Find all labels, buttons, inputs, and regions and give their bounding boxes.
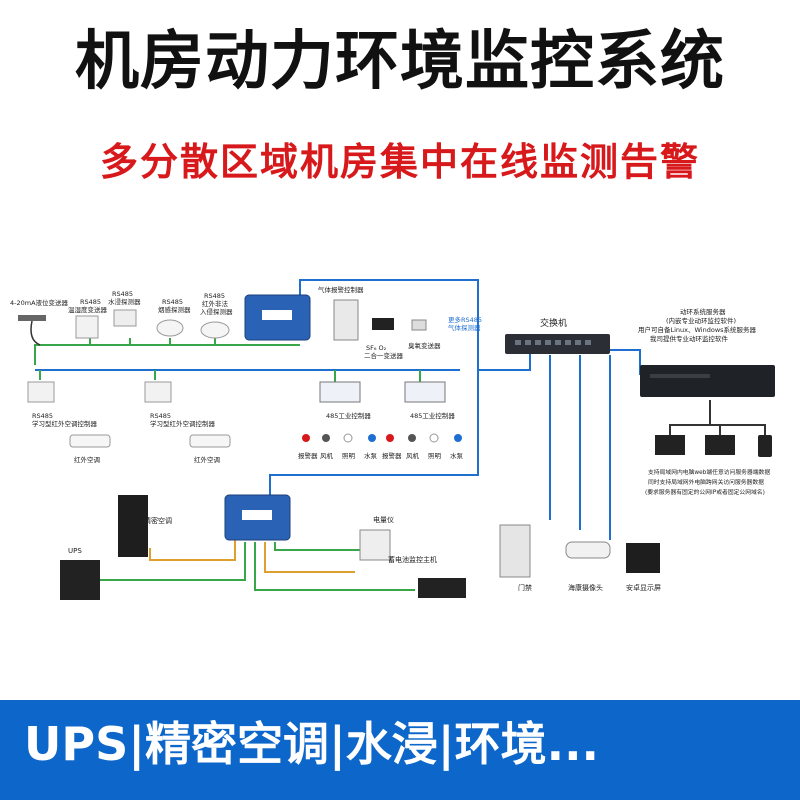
server-rack-icon — [640, 365, 775, 397]
ir-intrusion-detector-icon — [200, 321, 230, 339]
page-subtitle: 多分散区域机房集中在线监测告警 — [99, 140, 700, 184]
sensor-row: 4-20mA液位变送器 RS485 温湿度变送器 RS485 水浸探测器 RS4… — [10, 290, 233, 346]
gas-section: 气体报警控制器 更多RS485 气体探测器 SF₆ O₂ 二合一变送器 臭氧变送… — [318, 285, 482, 360]
controller-485-section: 485工业控制器 485工业控制器 报警器 风机 照明 水泵 报警器 风机 照明… — [298, 381, 464, 460]
camera-label: 海康摄像头 — [568, 583, 603, 592]
ir-aircon-section: RS485 学习型红外空调控制器 红外空调 RS485 学习型红外空调控制器 红… — [27, 381, 231, 464]
power-meter-label: 电量仪 — [373, 515, 394, 524]
client-devices: 支持局域网内电脑web端任意访问服务器端数据 同时支持局域网外电脑跨网关访问服务… — [645, 435, 772, 496]
power-meter-icon — [359, 529, 391, 561]
sensor-water-proto: RS485 — [112, 290, 133, 298]
sensor-ir-label-2: 入侵探测器 — [200, 307, 233, 316]
ups-label: UPS — [68, 547, 82, 555]
gas-controller-label: 气体报警控制器 — [318, 285, 364, 294]
load-fan-2: 风机 — [406, 451, 420, 460]
note-line-2: 同时支持局域网外电脑跨网关访问服务器数据 — [648, 478, 764, 486]
ir-controller-icon — [144, 381, 172, 403]
system-diagram: 4-20mA液位变送器 RS485 温湿度变送器 RS485 水浸探测器 RS4… — [10, 279, 775, 600]
load-alarm-1: 报警器 — [298, 451, 318, 460]
load-pump-1: 水泵 — [364, 451, 378, 460]
ir-controller-icon — [27, 381, 55, 403]
ir-aircon-icon — [189, 434, 231, 448]
security-camera-icon — [565, 541, 611, 559]
ir-1-label: 学习型红外空调控制器 — [32, 419, 98, 428]
ir-2-label: 学习型红外空调控制器 — [150, 419, 216, 428]
gas-alarm-controller-icon — [333, 299, 359, 341]
battery-monitor-host-icon — [418, 578, 466, 598]
ir-aircon-2-label: 红外空调 — [194, 455, 220, 464]
sensor-water-label: 水浸探测器 — [108, 297, 141, 306]
combo-transmitter-label: 二合一变送器 — [364, 351, 404, 360]
banner-text: UPS|精密空调|水浸|环境... — [24, 717, 600, 771]
server-label-4: 我司提供专业动环监控软件 — [650, 334, 729, 343]
load-light-1: 照明 — [342, 452, 356, 460]
desktop-monitor-icon — [655, 435, 685, 455]
server-label-2: (内嵌专业动环监控软件) — [666, 316, 736, 325]
precision-aircon-icon — [118, 495, 148, 557]
server-label-1: 动环系统服务器 — [680, 307, 726, 316]
server-section: 动环系统服务器 (内嵌专业动环监控软件) 用户可自备Linux、Windows系… — [638, 307, 775, 397]
ozone-transmitter-icon — [411, 319, 427, 331]
bottom-devices: 精密空调 UPS 电量仪 蓄电池监控主机 门禁 海康摄像头 安卓显示屏 — [60, 495, 661, 600]
load-icons — [302, 433, 462, 443]
load-pump-2: 水泵 — [450, 451, 464, 460]
smoke-detector-icon — [156, 319, 184, 337]
controller-485-1-label: 485工业控制器 — [326, 411, 371, 420]
ups-icon — [60, 560, 100, 600]
controller-485-icon — [319, 381, 361, 403]
ir-2-proto: RS485 — [150, 412, 171, 420]
sensor-smoke-proto: RS485 — [162, 298, 183, 306]
sensor-th-label: 温湿度变送器 — [68, 305, 108, 314]
note-line-3: (要求服务器有固定的公网IP或者固定公网域名) — [645, 488, 765, 496]
load-fan-1: 风机 — [320, 451, 334, 460]
sf6-o2-transmitter-icon — [372, 318, 394, 330]
sensor-th-proto: RS485 — [80, 298, 101, 306]
sensor-smoke-label: 烟感探测器 — [158, 305, 191, 314]
controller-485-icon — [404, 381, 446, 403]
page-title: 机房动力环境监控系统 — [75, 25, 725, 99]
load-light-2: 照明 — [428, 452, 442, 460]
precision-ac-label: 精密空调 — [144, 516, 172, 525]
temp-humidity-sensor-icon — [75, 315, 99, 339]
note-line-1: 支持局域网内电脑web端任意访问服务器端数据 — [648, 468, 770, 476]
more-gas-label-2: 气体探测器 — [448, 323, 481, 332]
sensor-level-label: 4-20mA液位变送器 — [10, 298, 69, 307]
switch-label: 交换机 — [540, 317, 567, 329]
ozone-label: 臭氧变送器 — [408, 341, 441, 350]
battery-host-label: 蓄电池监控主机 — [388, 555, 437, 564]
sensor-ir-proto: RS485 — [204, 292, 225, 300]
android-screen-label: 安卓显示屏 — [626, 583, 661, 592]
wiring — [34, 279, 766, 591]
sensor-ir-label-1: 红外非法 — [202, 299, 229, 308]
water-leak-sensor-icon — [113, 309, 137, 327]
server-label-3: 用户可自备Linux、Windows系统服务器 — [638, 325, 757, 334]
ir-aircon-1-label: 红外空调 — [74, 455, 100, 464]
door-access-icon — [499, 524, 531, 578]
load-alarm-2: 报警器 — [382, 451, 402, 460]
more-gas-label-1: 更多RS485 — [448, 315, 482, 324]
smartphone-icon — [758, 435, 772, 457]
desktop-monitor-icon — [705, 435, 735, 455]
controller-485-2-label: 485工业控制器 — [410, 411, 455, 420]
door-label: 门禁 — [518, 583, 532, 592]
sf6-label: SF₆ O₂ — [366, 344, 387, 352]
level-transmitter-icon — [18, 315, 46, 321]
ir-aircon-icon — [69, 434, 111, 448]
android-display-icon — [626, 543, 660, 573]
ir-1-proto: RS485 — [32, 412, 53, 420]
bottom-banner: UPS|精密空调|水浸|环境... — [0, 700, 800, 800]
